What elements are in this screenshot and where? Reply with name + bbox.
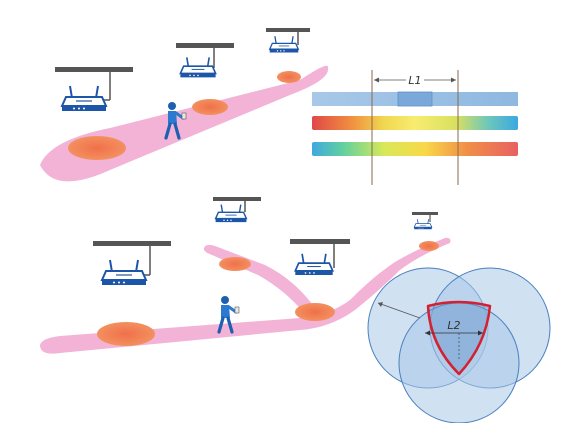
wifi-router-icon (413, 218, 433, 230)
signal-fingerprint-bar-1 (312, 116, 518, 130)
router-mount-1 (55, 67, 133, 112)
hotspot-icon (219, 257, 251, 271)
distance-label-l2: L2 (447, 319, 460, 332)
wifi-router-icon (269, 35, 299, 54)
router-mount-7 (412, 212, 438, 230)
wifi-router-icon (179, 56, 217, 79)
branch-path (203, 244, 315, 314)
hotspot-icon (419, 241, 439, 251)
wifi-router-icon (61, 85, 107, 112)
radius-line (377, 302, 421, 319)
router-mount-6 (290, 239, 350, 276)
signal-fingerprint-bar-2 (312, 142, 518, 156)
router-mount-3 (266, 28, 310, 54)
lower-scene (40, 197, 451, 354)
signal-strength-bars: L1 (312, 70, 518, 185)
hotspot-icon (295, 303, 335, 321)
router-mount-2 (176, 43, 234, 79)
upper-walking-path (40, 65, 329, 182)
upper-scene (40, 28, 329, 182)
hotspot-icon (97, 322, 155, 346)
wifi-router-icon (294, 252, 334, 276)
matched-segment (397, 91, 433, 107)
router-mount-4 (93, 241, 171, 286)
distance-label-l1: L1 (408, 74, 421, 87)
router-mount-5 (213, 197, 261, 223)
wifi-router-icon (101, 259, 147, 286)
trilateration-view: L2 (367, 267, 551, 423)
wifi-router-icon (214, 203, 248, 223)
hotspot-icon (68, 136, 126, 160)
lower-walking-path (40, 237, 451, 354)
hotspot-icon (192, 99, 228, 115)
hotspot-icon (277, 71, 301, 83)
